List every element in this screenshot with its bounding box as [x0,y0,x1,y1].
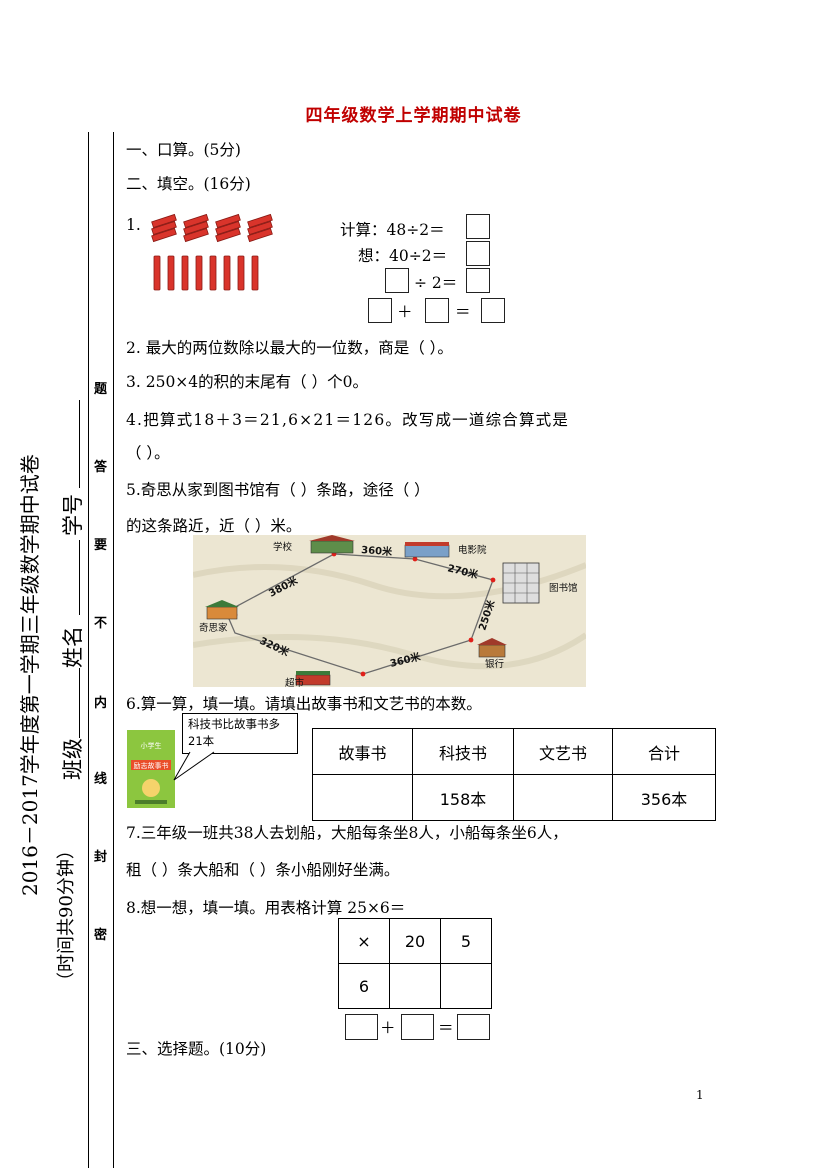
q4-text-line1: 4.把算式18＋3＝21,6×21＝126。改写成一道综合算式是 [126,411,570,429]
q2-text: 2. 最大的两位数除以最大的一位数，商是（ ）。 [126,339,453,357]
bundle-icon-2 [183,213,209,243]
school-building-icon [309,535,355,554]
q1-div2-text: ÷ 2＝ [414,274,458,292]
q8-text: 8.想一想，填一填。用表格计算 25×6＝ [126,899,406,917]
q7-text-line1: 7.三年级一班共38人去划船，大船每条坐8人，小船每条坐6人， [126,824,568,842]
q1-think-text: 想：40÷2＝ [358,247,448,265]
table-header-cell: 科技书 [412,728,514,775]
table-header-cell: 故事书 [312,728,413,775]
map-label-school: 学校 [273,541,293,553]
q4-text-line2: （ ）。 [126,444,170,462]
side-exam-title: 2016－2017学年度第一学期三年级数学期中试卷 [18,454,42,896]
bundle-icon-1 [151,213,177,243]
q1-answer-box-1[interactable] [466,214,490,239]
book-title-text: 励志故事书 [134,761,169,770]
table-cell: 356本 [612,774,716,821]
q1-answer-box-6[interactable] [425,298,449,323]
table-header-cell: 合计 [612,728,716,775]
grid-cell: 5 [440,918,492,964]
bundle-icon-4 [247,213,273,243]
q6-book-table: 故事书 科技书 文艺书 合计 158本 356本 [312,728,716,821]
table-row: 158本 356本 [312,774,716,821]
storybook-cover-image: 小学生 励志故事书 [127,730,175,808]
seal-char-1: 题 [94,382,108,397]
binding-line-inner [113,132,114,1168]
side-class-label: 班级 [61,738,85,780]
table-header-cell: 文艺书 [513,728,613,775]
seal-char-3: 要 [94,538,108,553]
q1-firecracker-illustration [151,213,273,291]
seal-char-4: 不 [94,616,108,631]
book-top-text: 小学生 [141,741,162,750]
home-building-icon [205,600,239,620]
q8-answer-box-1[interactable] [345,1014,378,1040]
q8-plus-sign: ＋ [380,1019,396,1037]
section-1-heading: 一、口算。(5分) [126,141,241,159]
bundle-icon-3 [215,213,241,243]
q7-text-line2: 租（ ）条大船和（ ）条小船刚好坐满。 [126,861,400,879]
table-cell[interactable] [312,774,413,821]
side-time-note: （时间共90分钟） [56,841,77,990]
q6-text: 6.算一算，填一填。请填出故事书和文艺书的本数。 [126,695,482,713]
page-title: 四年级数学上学期期中试卷 [305,106,522,126]
map-label-market: 超市 [285,677,305,687]
table-row: 6 [338,963,492,1009]
q1-answer-box-2[interactable] [466,241,490,266]
table-row: 故事书 科技书 文艺书 合计 [312,728,716,775]
bank-building-icon [477,638,507,658]
q1-number: 1. [126,216,141,234]
library-building-icon [502,562,540,604]
q1-answer-box-5[interactable] [368,298,392,323]
table-row: × 20 5 [338,918,492,964]
page-number: 1 [696,1088,704,1102]
section-3-heading: 三、选择题。(10分) [126,1040,267,1058]
grid-cell: × [338,918,390,964]
name-blank-line [79,540,80,615]
route-map: 学校 电影院 图书馆 奇思家 超市 银行 360米 270米 380米 250米… [193,535,586,687]
binding-line-outer [88,132,89,1168]
callout-pointer [173,751,215,781]
seal-char-8: 密 [94,928,108,943]
single-stick-icons [153,255,259,291]
q1-calc-text: 计算：48÷2＝ [340,221,445,239]
section-2-heading: 二、填空。(16分) [126,175,251,193]
q6-callout: 科技书比故事书多21本 [182,713,298,754]
map-label-home: 奇思家 [199,622,228,634]
map-roads [225,553,494,675]
cinema-building-icon [404,542,450,558]
table-cell[interactable] [513,774,613,821]
q1-answer-box-3[interactable] [385,268,409,293]
q8-answer-box-2[interactable] [401,1014,434,1040]
seal-char-7: 封 [94,850,108,865]
q5-text-line1: 5.奇思从家到图书馆有（ ）条路，途径（ ） [126,481,430,499]
map-label-cinema: 电影院 [458,544,487,556]
q1-answer-box-7[interactable] [481,298,505,323]
grid-cell: 20 [389,918,441,964]
grid-cell[interactable] [389,963,441,1009]
table-cell: 158本 [412,774,514,821]
q1-equals-sign: ＝ [455,303,471,321]
side-id-label: 学号 [61,494,85,536]
q8-multiplication-grid: × 20 5 6 [338,918,492,1009]
side-name-label: 姓名 [61,626,85,668]
q8-answer-box-3[interactable] [457,1014,490,1040]
market-building-icon [295,671,331,686]
q3-text: 3. 250×4的积的末尾有（ ）个0。 [126,373,368,391]
seal-char-5: 内 [94,696,108,711]
seal-char-2: 答 [94,460,108,475]
map-label-library: 图书馆 [549,582,578,594]
grid-cell[interactable] [440,963,492,1009]
dist-school-cinema: 360米 [361,543,394,558]
grid-cell: 6 [338,963,390,1009]
class-blank-line [79,668,80,738]
q1-plus-sign: ＋ [397,303,413,321]
seal-char-6: 线 [94,772,108,787]
q1-answer-box-4[interactable] [466,268,490,293]
q8-equals-sign: ＝ [438,1019,454,1037]
id-blank-line [79,400,80,488]
q5-text-line2: 的这条路近，近（ ）米。 [126,517,302,535]
map-label-bank: 银行 [485,658,505,670]
